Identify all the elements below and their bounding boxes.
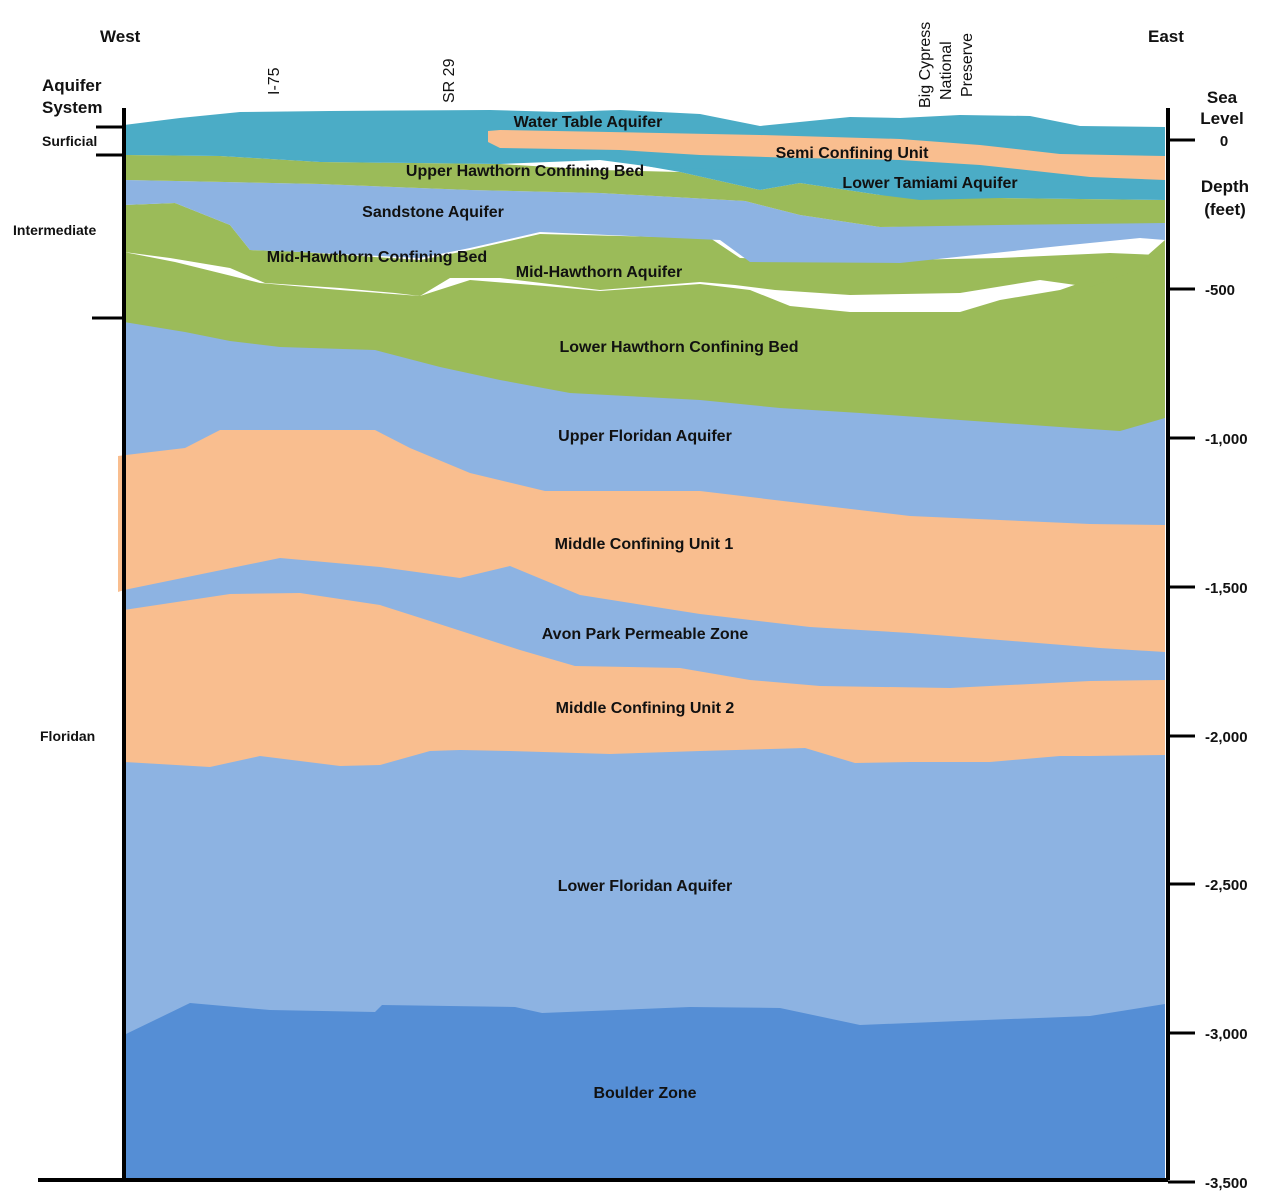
depth-label: Depth bbox=[1201, 177, 1249, 196]
depth-tick-label: 0 bbox=[1220, 133, 1228, 150]
unit-label-lower-floridan-aquifer: Lower Floridan Aquifer bbox=[558, 878, 733, 895]
unit-label-mid-hawthorn-confining-bed: Mid-Hawthorn Confining Bed bbox=[267, 249, 487, 266]
layer-semi-confining-unit bbox=[488, 130, 1165, 180]
unit-label-semi-confining-unit: Semi Confining Unit bbox=[776, 145, 930, 162]
unit-label-lower-hawthorn-confining-bed: Lower Hawthorn Confining Bed bbox=[559, 339, 798, 356]
unit-label-middle-confining-unit-1: Middle Confining Unit 1 bbox=[555, 536, 734, 553]
layer-upper-hawthorn-confining-bed bbox=[124, 155, 1165, 227]
depth-label: (feet) bbox=[1204, 200, 1246, 219]
location-sr29: SR 29 bbox=[441, 58, 458, 103]
unit-label-middle-confining-unit-2: Middle Confining Unit 2 bbox=[556, 700, 735, 717]
unit-label-sandstone-aquifer: Sandstone Aquifer bbox=[362, 204, 504, 221]
layer-sandstone-aquifer bbox=[124, 180, 1165, 263]
layer-mid-hawthorn-confining-bed bbox=[124, 203, 1160, 296]
depth-tick-label: -2,500 bbox=[1205, 877, 1248, 894]
depth-tick-label: -3,000 bbox=[1205, 1026, 1248, 1043]
layer-middle-confining-unit-2 bbox=[124, 593, 1165, 767]
location-big-cypress: Preserve bbox=[959, 33, 976, 97]
east-label: East bbox=[1148, 27, 1184, 46]
sea-level-label: Level bbox=[1200, 109, 1243, 128]
depth-tick-label: -500 bbox=[1205, 282, 1235, 299]
unit-label-lower-tamiami-aquifer: Lower Tamiami Aquifer bbox=[842, 175, 1017, 192]
layer-lower-hawthorn-confining-bed bbox=[124, 240, 1165, 431]
depth-tick-label: -2,000 bbox=[1205, 729, 1248, 746]
depth-tick-label: -3,500 bbox=[1205, 1175, 1248, 1192]
system-intermediate: Intermediate bbox=[13, 222, 96, 238]
layer-boulder-zone bbox=[124, 1003, 1165, 1180]
unit-label-upper-floridan-aquifer: Upper Floridan Aquifer bbox=[558, 428, 732, 445]
location-big-cypress: Big Cypress bbox=[917, 22, 934, 108]
aquifer-system-title: Aquifer bbox=[42, 76, 102, 95]
depth-tick-label: -1,500 bbox=[1205, 580, 1248, 597]
location-i75: I-75 bbox=[266, 67, 283, 95]
layer-middle-confining-unit-1 bbox=[118, 430, 1165, 652]
unit-label-boulder-zone: Boulder Zone bbox=[593, 1085, 696, 1102]
unit-label-avon-park-permeable-zone: Avon Park Permeable Zone bbox=[542, 626, 749, 643]
depth-tick-label: -1,000 bbox=[1205, 431, 1248, 448]
layer-lower-tamiami-aquifer bbox=[640, 165, 1165, 200]
sea-level-label: Sea bbox=[1207, 88, 1238, 107]
unit-label-mid-hawthorn-aquifer: Mid-Hawthorn Aquifer bbox=[516, 264, 683, 281]
system-floridan: Floridan bbox=[40, 728, 95, 744]
unit-label-upper-hawthorn-confining-bed: Upper Hawthorn Confining Bed bbox=[406, 163, 644, 180]
west-label: West bbox=[100, 27, 141, 46]
location-big-cypress: National bbox=[938, 41, 955, 100]
aquifer-system-title: System bbox=[42, 98, 102, 117]
unit-label-water-table-aquifer: Water Table Aquifer bbox=[514, 114, 663, 131]
system-surficial: Surficial bbox=[42, 133, 97, 149]
